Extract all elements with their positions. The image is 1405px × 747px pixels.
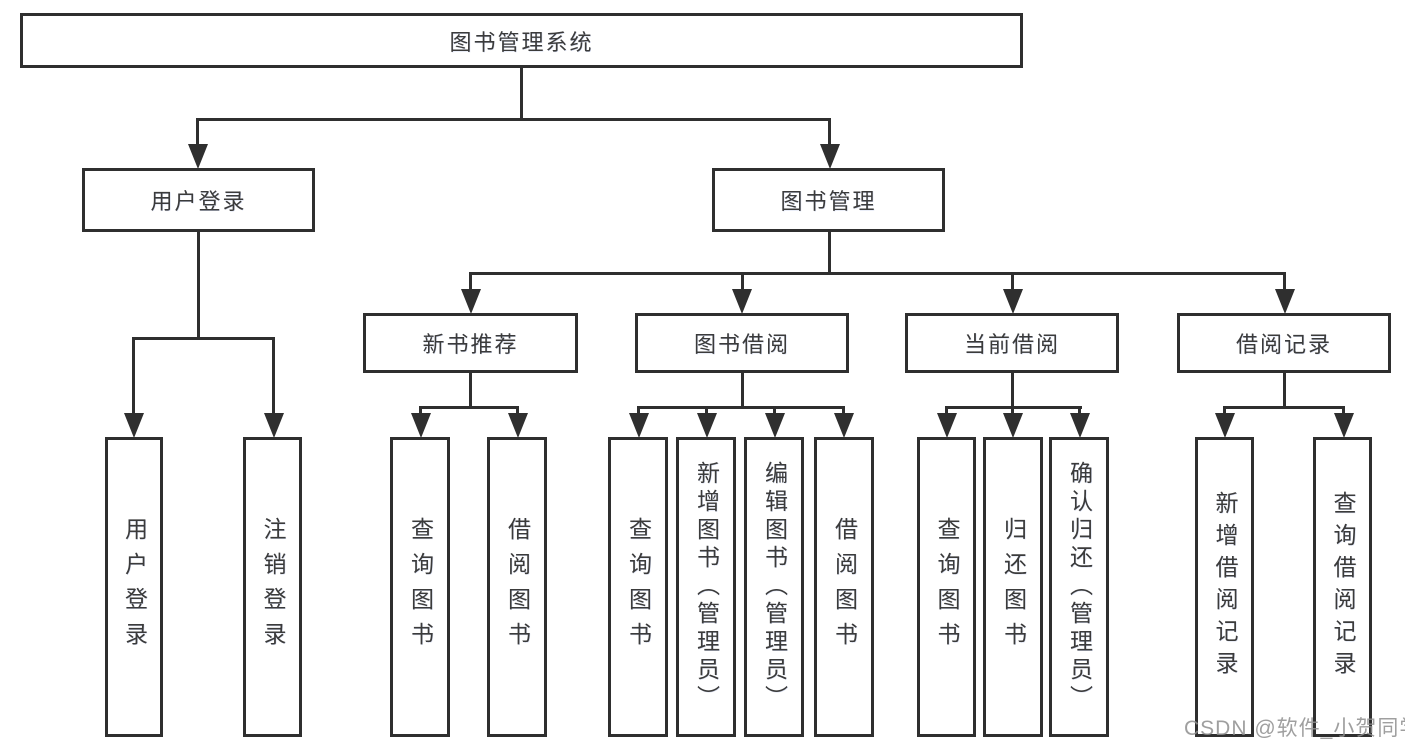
leaf-nb-borrow-books: 借阅图书 bbox=[487, 437, 547, 737]
leaf-bb-edit-books-admin: 编辑图书（管理员） bbox=[744, 437, 804, 737]
connector-cb-stem bbox=[1011, 373, 1014, 406]
node-user-login: 用户登录 bbox=[82, 168, 315, 232]
arrowhead-cb-leaf2 bbox=[1003, 413, 1023, 438]
connector-user-login-drop bbox=[196, 118, 199, 148]
node-current-borrowing: 当前借阅 bbox=[905, 313, 1119, 373]
leaf-cb-query-books: 查询图书 bbox=[917, 437, 976, 737]
connector-book-borrow-drop bbox=[741, 272, 744, 292]
node-borrow-records: 借阅记录 bbox=[1177, 313, 1391, 373]
leaf-br-add-record: 新增借阅记录 bbox=[1195, 437, 1254, 737]
arrowhead-book-borrow bbox=[732, 289, 752, 314]
leaf-cb-return-books-label: 归还图书 bbox=[1000, 517, 1027, 657]
leaf-logout-login-label: 注销登录 bbox=[260, 517, 286, 657]
leaf-bb-edit-books-admin-label: 编辑图书（管理员） bbox=[761, 461, 788, 713]
arrowhead-bb-leaf1 bbox=[629, 413, 649, 438]
leaf-cb-confirm-return-admin-label: 确认归还（管理员） bbox=[1066, 461, 1093, 713]
arrowhead-nb-leaf2 bbox=[508, 413, 528, 438]
arrowhead-cb-leaf3 bbox=[1070, 413, 1090, 438]
node-borrow-records-label: 借阅记录 bbox=[1235, 332, 1332, 357]
connector-bb-leaf2-drop bbox=[705, 406, 708, 416]
node-book-borrowing-label: 图书借阅 bbox=[693, 332, 790, 357]
arrowhead-br-leaf2 bbox=[1334, 413, 1354, 438]
connector-bb-leaf3-drop bbox=[773, 406, 776, 416]
arrowhead-current-borrow bbox=[1003, 289, 1023, 314]
leaf-logout-login: 注销登录 bbox=[243, 437, 302, 737]
node-library-management-system: 图书管理系统 bbox=[20, 13, 1023, 68]
connector-current-borrow-drop bbox=[1011, 272, 1014, 292]
arrowhead-br-leaf1 bbox=[1215, 413, 1235, 438]
arrowhead-leaf-logout bbox=[264, 413, 284, 438]
leaf-bb-add-books-admin-label: 新增图书（管理员） bbox=[693, 461, 720, 713]
connector-nb-leaf2-drop bbox=[516, 406, 519, 416]
connector-br-rail bbox=[1223, 406, 1345, 409]
node-book-management: 图书管理 bbox=[712, 168, 945, 232]
connector-br-leaf1-drop bbox=[1223, 406, 1226, 416]
arrowhead-nb-leaf1 bbox=[411, 413, 431, 438]
connector-nb-rail bbox=[419, 406, 519, 409]
node-current-borrowing-label: 当前借阅 bbox=[963, 332, 1060, 357]
leaf-user-login: 用户登录 bbox=[105, 437, 163, 737]
arrowhead-bb-leaf3 bbox=[765, 413, 785, 438]
connector-user-login-rail bbox=[132, 337, 275, 340]
node-new-book-recommend-label: 新书推荐 bbox=[422, 332, 519, 357]
connector-cb-leaf3-drop bbox=[1078, 406, 1081, 416]
leaf-br-add-record-label: 新增借阅记录 bbox=[1212, 491, 1238, 683]
connector-bb-stem bbox=[741, 373, 744, 406]
leaf-bb-add-books-admin: 新增图书（管理员） bbox=[676, 437, 736, 737]
connector-level3-rail bbox=[469, 272, 1286, 275]
node-library-management-system-label: 图书管理系统 bbox=[449, 29, 594, 55]
arrowhead-cb-leaf1 bbox=[937, 413, 957, 438]
arrowhead-book-mgmt bbox=[820, 144, 840, 169]
connector-nb-stem bbox=[469, 373, 472, 406]
node-user-login-label: 用户登录 bbox=[150, 189, 247, 214]
arrowhead-bb-leaf4 bbox=[834, 413, 854, 438]
connector-borrow-record-drop bbox=[1283, 272, 1286, 292]
leaf-nb-query-books: 查询图书 bbox=[390, 437, 450, 737]
leaf-bb-borrow-books-label: 借阅图书 bbox=[831, 517, 858, 657]
leaf-nb-borrow-books-label: 借阅图书 bbox=[504, 517, 531, 657]
leaf-br-query-record: 查询借阅记录 bbox=[1313, 437, 1372, 737]
connector-bb-leaf1-drop bbox=[637, 406, 640, 416]
arrowhead-borrow-record bbox=[1275, 289, 1295, 314]
connector-book-mgmt-stem bbox=[828, 232, 831, 272]
connector-cb-leaf2-drop bbox=[1011, 406, 1014, 416]
connector-leaf-login-drop bbox=[132, 337, 135, 417]
connector-br-leaf2-drop bbox=[1342, 406, 1345, 416]
connector-bb-leaf4-drop bbox=[842, 406, 845, 416]
connector-book-mgmt-drop bbox=[828, 118, 831, 148]
arrowhead-leaf-login bbox=[124, 413, 144, 438]
connector-nb-leaf1-drop bbox=[419, 406, 422, 416]
arrowhead-user-login bbox=[188, 144, 208, 169]
connector-new-book-drop bbox=[469, 272, 472, 292]
leaf-bb-query-books: 查询图书 bbox=[608, 437, 668, 737]
watermark: CSDN @软件_小贺同学 bbox=[1184, 717, 1405, 740]
leaf-br-query-record-label: 查询借阅记录 bbox=[1330, 491, 1356, 683]
node-book-borrowing: 图书借阅 bbox=[635, 313, 849, 373]
leaf-bb-query-books-label: 查询图书 bbox=[625, 517, 652, 657]
leaf-bb-borrow-books: 借阅图书 bbox=[814, 437, 874, 737]
connector-cb-leaf1-drop bbox=[945, 406, 948, 416]
node-new-book-recommend: 新书推荐 bbox=[363, 313, 578, 373]
connector-leaf-logout-drop bbox=[272, 337, 275, 417]
connector-br-stem bbox=[1283, 373, 1286, 406]
connector-root-stem bbox=[520, 68, 523, 121]
connector-level2-rail bbox=[196, 118, 831, 121]
arrowhead-bb-leaf2 bbox=[697, 413, 717, 438]
leaf-user-login-label: 用户登录 bbox=[121, 517, 148, 657]
leaf-cb-return-books: 归还图书 bbox=[983, 437, 1043, 737]
leaf-cb-query-books-label: 查询图书 bbox=[934, 517, 960, 657]
connector-bb-rail bbox=[637, 406, 845, 409]
node-book-management-label: 图书管理 bbox=[780, 189, 877, 214]
arrowhead-new-book bbox=[461, 289, 481, 314]
leaf-cb-confirm-return-admin: 确认归还（管理员） bbox=[1049, 437, 1109, 737]
connector-user-login-stem bbox=[197, 232, 200, 337]
leaf-nb-query-books-label: 查询图书 bbox=[407, 517, 434, 657]
